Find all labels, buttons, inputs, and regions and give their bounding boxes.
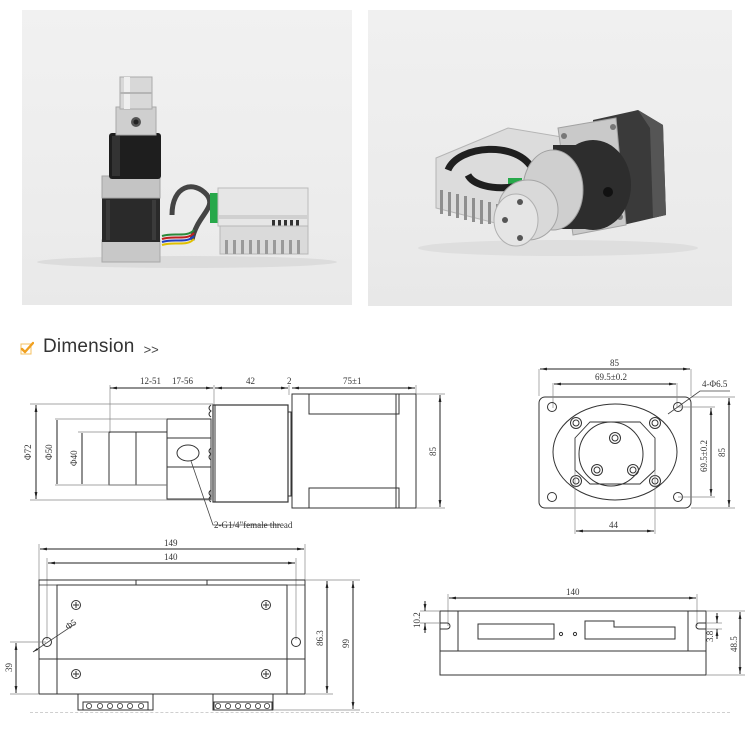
dim-phi72: Φ72: [23, 444, 33, 460]
motor-flange-view: [538, 367, 735, 534]
section-divider: [30, 712, 730, 713]
dim-39: 39: [4, 663, 14, 673]
dim-86-3: 86.3: [315, 630, 325, 646]
dim-2: 2: [287, 376, 292, 386]
product-photo-angled: [368, 10, 732, 306]
dim-75: 75±1: [343, 376, 361, 386]
pump-side-view: [30, 385, 445, 526]
dim-85-height: 85: [717, 448, 727, 458]
dim-42: 42: [246, 376, 255, 386]
dim-149: 149: [164, 538, 178, 548]
dim-phi50: Φ50: [44, 444, 54, 460]
dim-44: 44: [609, 520, 619, 530]
dim-69-5-width: 69.5±0.2: [595, 372, 627, 382]
section-header-dimension: Dimension >>: [20, 334, 159, 360]
section-arrow: >>: [143, 341, 159, 357]
product-photo-front: [22, 10, 352, 305]
dim-85-side: 85: [428, 447, 438, 457]
section-title: Dimension: [43, 336, 135, 357]
dim-17-56: 17-56: [172, 376, 193, 386]
driver-top-view: [10, 544, 360, 711]
thread-callout: 2-G1/4"female thread: [214, 520, 293, 530]
dim-69-5-height: 69.5±0.2: [699, 440, 709, 472]
dim-85-width: 85: [610, 358, 620, 368]
terminal-screws: [86, 703, 270, 710]
dim-48-5: 48.5: [729, 636, 739, 652]
dim-140-side: 140: [566, 587, 580, 597]
dim-140-top: 140: [164, 552, 178, 562]
dim-10-2: 10.2: [412, 612, 422, 628]
driver-side-view: [420, 594, 745, 676]
dim-99: 99: [341, 639, 351, 649]
dim-12-51: 12-51: [140, 376, 161, 386]
check-icon: [20, 341, 34, 355]
dim-phi5: Φ5: [63, 617, 78, 632]
dim-hole-spec: 4-Φ6.5: [702, 379, 728, 389]
dim-phi40: Φ40: [69, 450, 79, 466]
dim-3-8: 3.8: [705, 630, 715, 642]
